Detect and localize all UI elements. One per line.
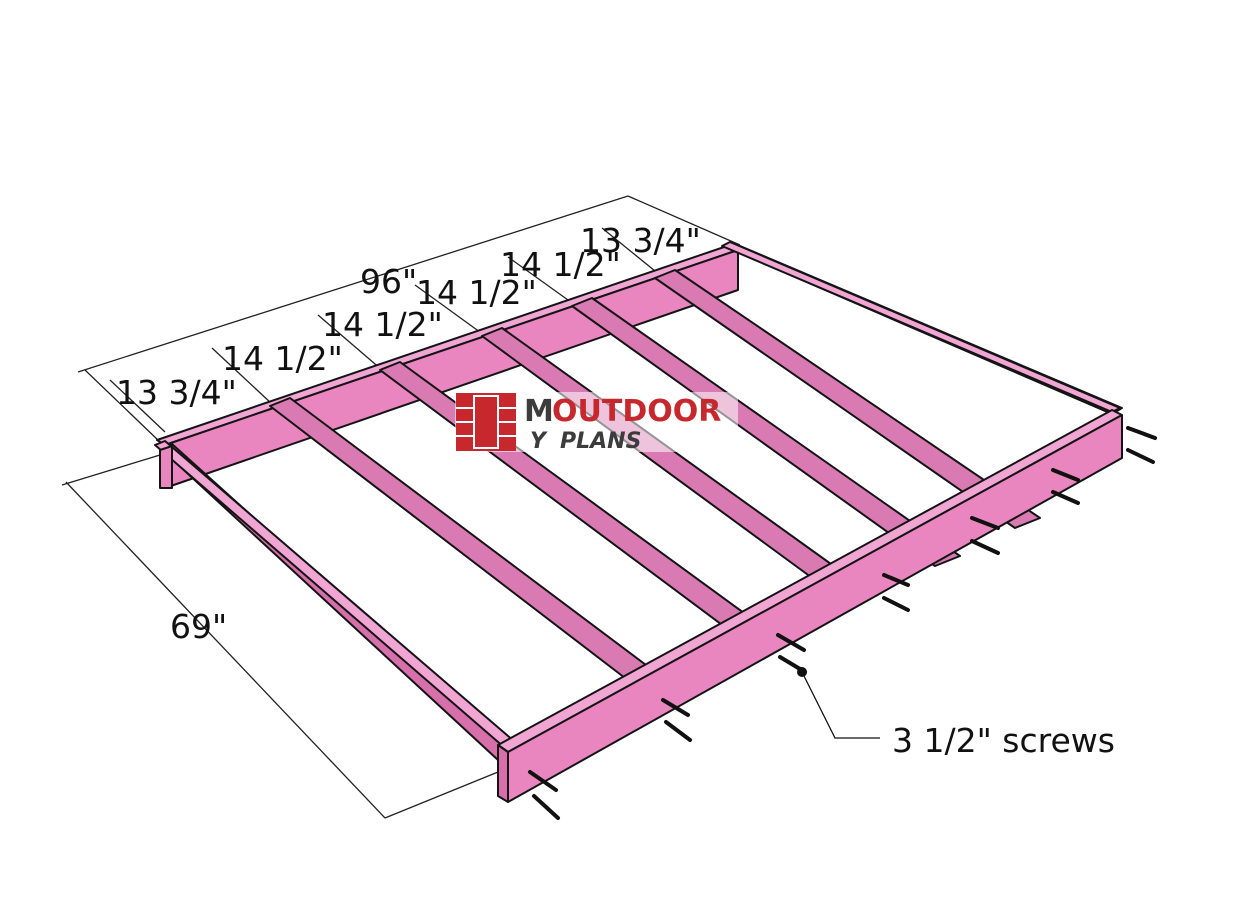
- dimension-label-spacing-1: 13 3/4": [116, 373, 237, 412]
- dimension-label-spacing-5: 14 1/2": [500, 245, 621, 284]
- screw: [776, 633, 806, 652]
- joist-4: [571, 297, 961, 567]
- logo-letter-m: M: [524, 394, 554, 429]
- screw: [882, 573, 910, 587]
- screw: [532, 794, 560, 820]
- screw: [1051, 490, 1080, 505]
- logo-outdoor-text: OUTDOOR: [552, 394, 721, 429]
- dimension-label-width: 69": [170, 607, 227, 646]
- screw: [661, 698, 690, 717]
- screw: [1051, 468, 1080, 482]
- screw: [970, 539, 1000, 555]
- screw: [664, 720, 692, 742]
- screw: [970, 516, 1000, 530]
- screw: [1126, 426, 1157, 440]
- dimension-label-spacing-3: 14 1/2": [322, 305, 443, 344]
- dimension-label-length: 96": [360, 262, 417, 301]
- left-end-joist-face: [159, 445, 173, 489]
- callout-label: 3 1/2" screws: [892, 721, 1115, 760]
- screws: [528, 426, 1157, 820]
- joist-5: [654, 269, 1041, 529]
- left-end-joist-top: [154, 440, 516, 749]
- right-end-joist-top: [721, 241, 1121, 413]
- screw: [1126, 448, 1155, 464]
- logo-plans-text: PLANS: [560, 429, 641, 454]
- dimension-label-spacing-4: 14 1/2": [416, 273, 537, 312]
- dimension-label-spacing-2: 14 1/2": [222, 339, 343, 378]
- screws-callout: 3 1/2" screws: [797, 667, 1115, 760]
- dimension-lines: [61, 195, 741, 819]
- screw: [528, 770, 558, 792]
- screw: [882, 596, 910, 612]
- floor-frame: [154, 241, 1123, 803]
- outdoor-plans-logo: M OUTDOOR Y PLANS: [455, 392, 738, 454]
- front-rim-end: [497, 744, 509, 803]
- dimension-labels: 96" 69" 13 3/4" 14 1/2" 14 1/2" 14 1/2" …: [116, 221, 701, 646]
- callout-leader: [801, 671, 880, 739]
- dimension-label-spacing-6: 13 3/4": [580, 221, 701, 260]
- logo-letter-y: Y: [530, 429, 548, 454]
